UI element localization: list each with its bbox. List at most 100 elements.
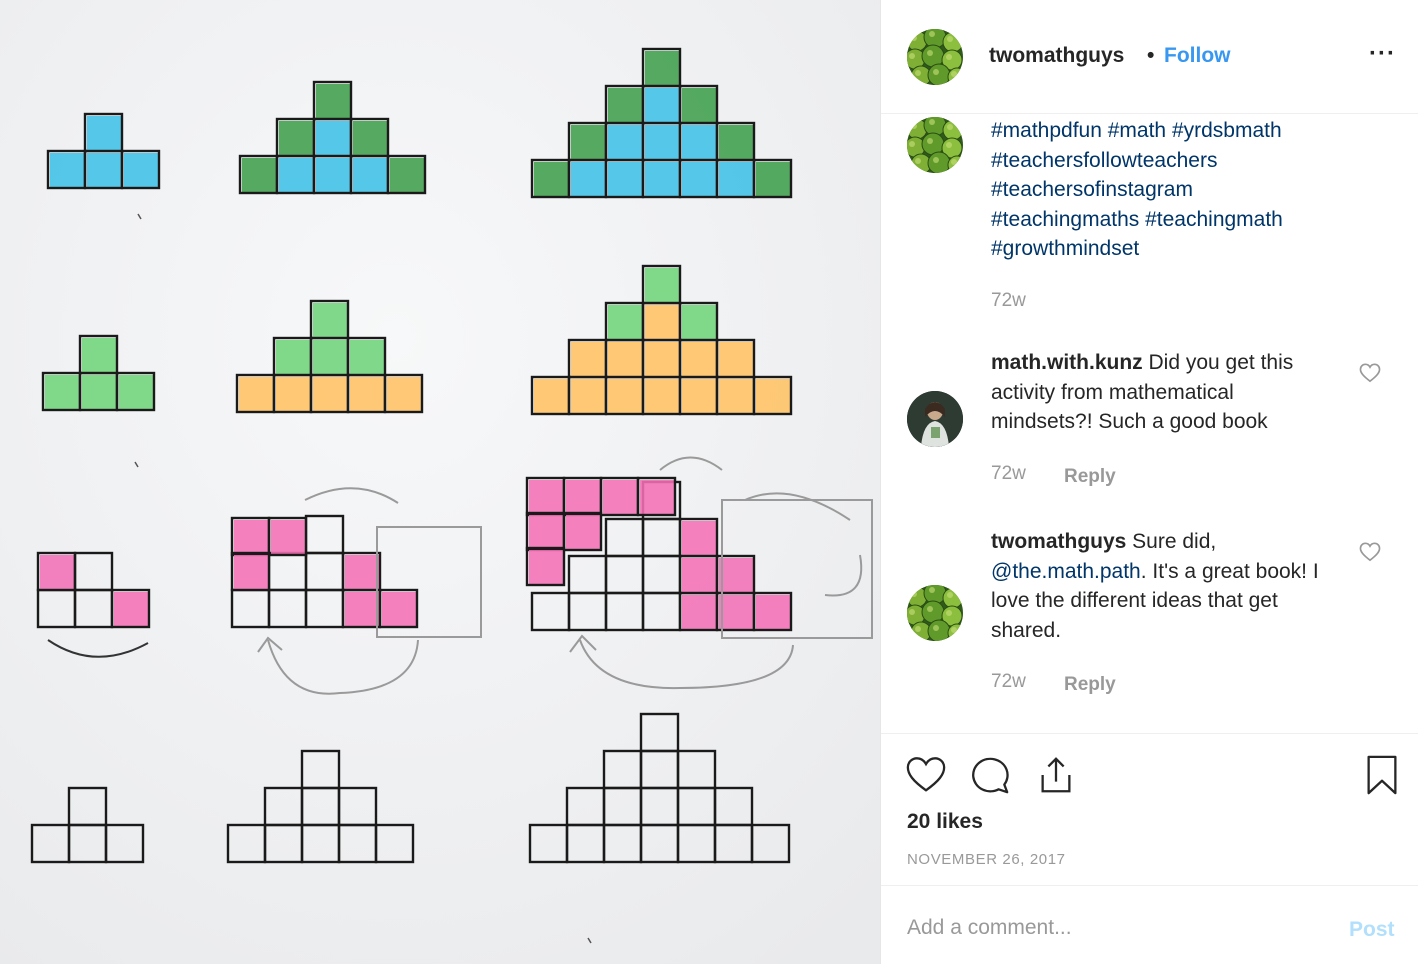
block-outline <box>678 517 719 558</box>
comment-timestamp[interactable]: 72w <box>991 463 1026 484</box>
block-outline <box>386 154 427 195</box>
caption-timestamp[interactable]: 72w <box>991 290 1026 311</box>
separator-dot: • <box>1147 44 1155 67</box>
pencil-arrow <box>267 639 419 695</box>
colored-block <box>640 480 676 514</box>
colored-block <box>608 88 644 122</box>
post-comment-button[interactable]: Post <box>1349 918 1395 941</box>
comment-timestamp[interactable]: 72w <box>991 671 1026 692</box>
comment-username[interactable]: twomathguys <box>991 530 1127 553</box>
colored-block <box>387 377 423 411</box>
more-options-icon[interactable]: ··· <box>1369 40 1396 67</box>
worksheet-photo <box>0 0 880 964</box>
pencil-arrow <box>47 639 149 658</box>
hashtag-line[interactable]: #teachersfollowteachers <box>991 148 1218 172</box>
hashtag-line[interactable]: #teachingmaths #teachingmath <box>991 207 1283 231</box>
colored-block <box>534 379 570 413</box>
like-comment-heart-icon[interactable] <box>1359 363 1381 383</box>
colored-block <box>645 162 681 196</box>
colored-block <box>234 555 270 589</box>
block-outline <box>641 264 682 305</box>
heart-icon[interactable] <box>905 754 947 796</box>
colored-block <box>645 88 681 122</box>
commenter-avatar[interactable] <box>907 585 963 641</box>
block-outline <box>678 301 719 342</box>
colored-block <box>571 125 607 159</box>
block-outline <box>378 588 419 629</box>
colored-block <box>82 375 118 409</box>
post-author-username[interactable]: twomathguys <box>989 44 1125 67</box>
colored-block <box>645 342 681 376</box>
comment-username[interactable]: math.with.kunz <box>991 351 1143 374</box>
colored-block <box>382 592 418 626</box>
colored-block <box>114 592 150 626</box>
comment-text: math.with.kunz Did you get this activity… <box>991 348 1336 437</box>
colored-block <box>119 375 155 409</box>
bookmark-icon[interactable] <box>1361 754 1403 796</box>
colored-block <box>756 379 792 413</box>
block-outline <box>678 84 719 125</box>
colored-block <box>313 377 349 411</box>
block-outline <box>525 546 566 587</box>
mention-link[interactable]: @the.math.path <box>991 559 1141 583</box>
colored-block <box>313 303 349 337</box>
colored-block <box>345 592 381 626</box>
post-photo <box>0 0 880 964</box>
block-outline <box>752 591 793 632</box>
colored-block <box>271 520 307 554</box>
likes-count[interactable]: 20 likes <box>907 810 983 833</box>
block-outline <box>309 299 350 340</box>
like-comment-heart-icon[interactable] <box>1359 542 1381 562</box>
comment-input[interactable] <box>907 914 1327 942</box>
comment-body: . It's a great book! I love the differen… <box>991 559 1319 642</box>
colored-block <box>124 153 160 187</box>
caption-avatar[interactable] <box>907 117 963 173</box>
post-actions: 20 likes NOVEMBER 26, 2017 <box>881 733 1418 885</box>
colored-block <box>350 340 386 374</box>
colored-block <box>276 377 312 411</box>
colored-block <box>350 377 386 411</box>
block-outline <box>337 786 378 827</box>
pencil-arrow <box>659 456 723 471</box>
reply-button[interactable]: Reply <box>1064 466 1116 487</box>
colored-block <box>756 595 792 629</box>
commenter-avatar[interactable] <box>907 391 963 447</box>
pencil-arrow <box>824 554 863 597</box>
reply-button[interactable]: Reply <box>1064 674 1116 695</box>
colored-block <box>682 379 718 413</box>
pencil-mark <box>587 937 592 944</box>
colored-block <box>719 379 755 413</box>
hashtag-line[interactable]: #mathpdfun #math #yrdsbmath <box>991 119 1282 142</box>
post-date[interactable]: NOVEMBER 26, 2017 <box>907 851 1066 868</box>
colored-block <box>234 520 270 554</box>
colored-block <box>719 162 755 196</box>
colored-block <box>345 555 381 589</box>
block-outline <box>383 373 424 414</box>
colored-block <box>645 305 681 339</box>
hashtag-line[interactable]: #teachersofinstagram <box>991 178 1193 201</box>
colored-block <box>603 480 639 514</box>
post-sidebar: twomathguys • Follow ··· #mathpdfun #mat… <box>880 0 1418 964</box>
hashtag-line[interactable]: #growthmindset <box>991 237 1140 260</box>
block-outline <box>300 749 341 790</box>
user-avatar[interactable] <box>907 29 963 85</box>
block-outline <box>83 112 124 153</box>
block-outline <box>349 117 390 158</box>
block-outline <box>752 158 793 199</box>
colored-block <box>316 121 352 155</box>
pencil-arrowhead <box>569 634 597 653</box>
add-comment-bar: Post <box>881 885 1418 964</box>
block-outline <box>267 516 308 557</box>
follow-button[interactable]: Follow <box>1164 44 1231 67</box>
block-outline <box>750 823 791 864</box>
colored-block <box>353 158 389 192</box>
comment-icon[interactable] <box>969 754 1011 796</box>
colored-block <box>529 480 565 514</box>
colored-block <box>682 162 718 196</box>
colored-block <box>682 558 718 592</box>
colored-block <box>571 379 607 413</box>
pencil-mark <box>134 461 139 468</box>
colored-block <box>682 521 718 555</box>
share-icon[interactable] <box>1035 754 1077 796</box>
colored-block <box>645 268 681 302</box>
